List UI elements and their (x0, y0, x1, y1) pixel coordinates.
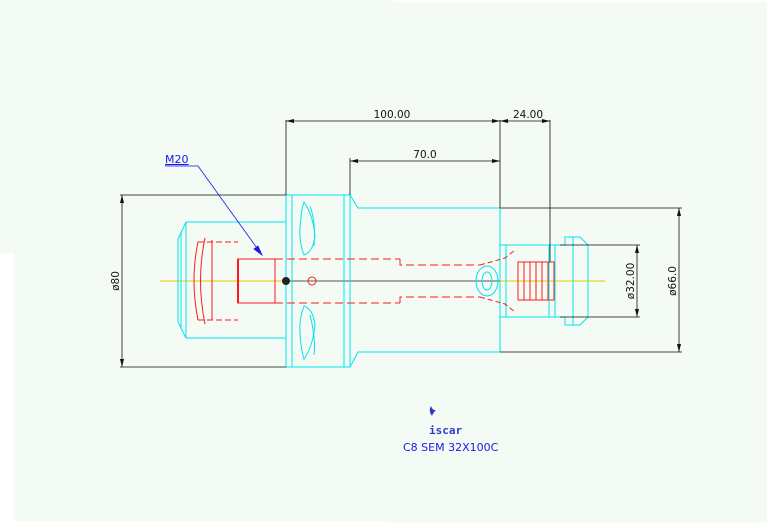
internal-detail (193, 237, 555, 325)
dimension-arrows (120, 119, 681, 367)
logo-brand-text: iscar (429, 424, 462, 437)
dim-length-end: 24.00 (513, 109, 543, 121)
dim-diameter-inner: ø32.00 (625, 263, 637, 299)
end-coupling (475, 265, 499, 297)
dimension-lines (120, 120, 682, 368)
pivot-dot (282, 277, 290, 285)
sheet-edge-bottom (0, 521, 386, 523)
logo-flame-icon (429, 406, 436, 416)
dim-length-main: 100.00 (374, 109, 411, 121)
tool-outline (177, 194, 589, 368)
brand-logo: iscar (429, 406, 462, 437)
sheet-edge-top (393, 0, 767, 2)
thread-label: M20 (165, 153, 189, 166)
dim-diameter-outer: ø66.0 (667, 266, 679, 296)
model-code: C8 SEM 32X100C (403, 441, 499, 454)
dim-diameter-flange: ø80 (110, 271, 122, 291)
dim-length-bore: 70.0 (413, 149, 436, 161)
sheet-edge-left (0, 253, 14, 523)
thread-leader (165, 165, 263, 257)
